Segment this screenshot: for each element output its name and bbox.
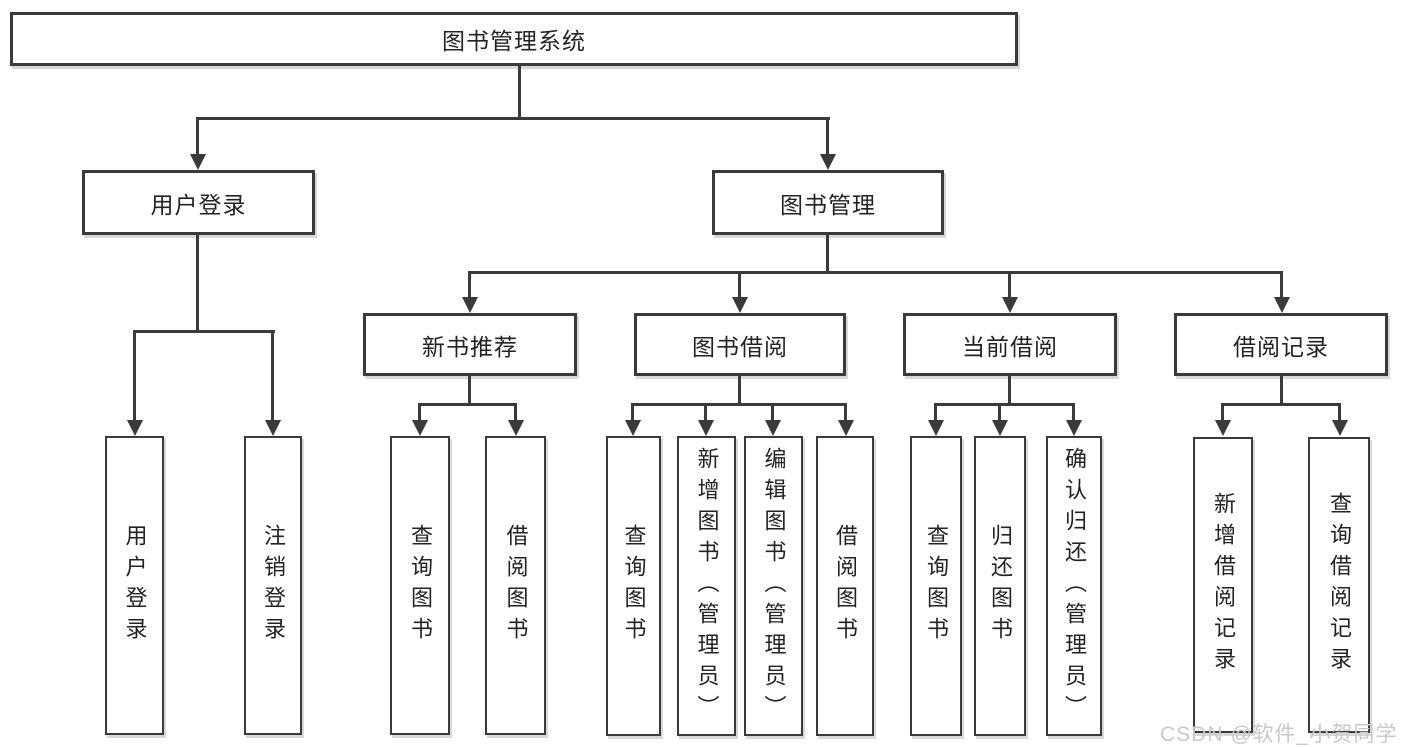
- connector-line: [631, 403, 634, 421]
- arrow-down-icon: [928, 420, 944, 436]
- node-label: 图书管理: [780, 191, 876, 218]
- connector-line: [1280, 271, 1283, 298]
- arrow-down-icon: [625, 420, 641, 436]
- connector-line: [1008, 376, 1011, 405]
- node-leaf-confirm-return-admin: 确认归还（管理员）: [1046, 436, 1102, 736]
- connector-line: [514, 403, 517, 421]
- connector-line: [631, 403, 847, 406]
- node-leaf-query-books: 查询图书: [606, 436, 661, 736]
- connector-line: [998, 403, 1001, 421]
- connector-line: [518, 66, 521, 119]
- node-label: 查询图书: [621, 524, 647, 648]
- connector-line: [468, 271, 471, 298]
- connector-line: [133, 330, 275, 333]
- connector-line: [704, 403, 707, 421]
- node-current-borrow: 当前借阅: [903, 313, 1117, 376]
- node-leaf-user-login: 用户登录: [105, 436, 164, 735]
- node-label: 归还图书: [988, 524, 1013, 648]
- connector-line: [934, 403, 1075, 406]
- arrow-down-icon: [765, 420, 781, 436]
- node-label: 借阅记录: [1233, 333, 1329, 360]
- arrow-down-icon: [1215, 420, 1231, 436]
- connector-line: [133, 330, 136, 421]
- arrow-down-icon: [820, 154, 836, 170]
- connector-line: [934, 403, 937, 421]
- watermark: CSDN @软件_小贺同学: [1160, 723, 1398, 746]
- connector-line: [196, 117, 830, 120]
- connector-line: [826, 235, 829, 273]
- node-leaf-borrow-books: 借阅图书: [816, 436, 874, 736]
- arrow-down-icon: [1274, 297, 1290, 313]
- node-label: 新书推荐: [422, 333, 518, 360]
- node-library-management-system: 图书管理系统: [10, 12, 1018, 66]
- node-book-borrow: 图书借阅: [634, 313, 846, 376]
- connector-line: [418, 403, 421, 421]
- connector-line: [1280, 376, 1283, 405]
- node-leaf-logout: 注销登录: [244, 436, 302, 735]
- node-label: 注销登录: [261, 523, 286, 648]
- connector-line: [771, 403, 774, 421]
- arrow-down-icon: [127, 420, 143, 436]
- connector-line: [1008, 271, 1011, 298]
- connector-line: [844, 403, 847, 421]
- node-new-book-recommend: 新书推荐: [363, 313, 577, 376]
- connector-line: [826, 117, 829, 156]
- node-label: 查询图书: [924, 524, 949, 648]
- connector-line: [196, 117, 199, 156]
- node-leaf-query-books: 查询图书: [910, 436, 962, 736]
- arrow-down-icon: [508, 420, 524, 436]
- node-label: 用户登录: [122, 523, 148, 648]
- arrow-down-icon: [1332, 420, 1348, 436]
- node-label: 图书管理系统: [442, 28, 586, 54]
- node-leaf-return-books: 归还图书: [974, 436, 1026, 736]
- arrow-down-icon: [265, 420, 281, 436]
- node-leaf-add-borrow-record: 新增借阅记录: [1193, 437, 1253, 733]
- node-leaf-query-borrow-record: 查询借阅记录: [1308, 437, 1370, 733]
- connector-line: [271, 330, 274, 421]
- node-book-management: 图书管理: [712, 170, 944, 235]
- connector-line: [738, 376, 741, 405]
- node-label: 查询借阅记录: [1327, 492, 1352, 678]
- node-leaf-edit-books-admin: 编辑图书（管理员）: [744, 436, 803, 736]
- arrow-down-icon: [190, 154, 206, 170]
- connector-line: [1221, 403, 1341, 406]
- connector-line: [468, 376, 471, 405]
- arrow-down-icon: [462, 297, 478, 313]
- node-user-login: 用户登录: [82, 170, 315, 235]
- connector-line: [1221, 403, 1224, 421]
- arrow-down-icon: [838, 420, 854, 436]
- node-label: 借阅图书: [833, 524, 858, 648]
- node-leaf-borrow-books: 借阅图书: [485, 436, 546, 735]
- connector-line: [1072, 403, 1075, 421]
- arrow-down-icon: [1066, 420, 1082, 436]
- node-label: 图书借阅: [692, 333, 788, 360]
- arrow-down-icon: [992, 420, 1008, 436]
- node-leaf-query-books: 查询图书: [390, 436, 450, 735]
- connector-line: [468, 271, 1283, 274]
- connector-line: [418, 403, 517, 406]
- node-label: 借阅图书: [503, 523, 529, 648]
- node-label: 用户登录: [150, 191, 247, 218]
- arrow-down-icon: [698, 420, 714, 436]
- node-label: 当前借阅: [962, 333, 1058, 360]
- connector-line: [1338, 403, 1341, 421]
- node-label: 新增借阅记录: [1211, 492, 1236, 678]
- arrow-down-icon: [1002, 297, 1018, 313]
- node-label: 确认归还（管理员）: [1062, 446, 1087, 726]
- arrow-down-icon: [412, 420, 428, 436]
- connector-line: [196, 235, 199, 333]
- node-label: 查询图书: [408, 523, 433, 648]
- node-label: 编辑图书（管理员）: [761, 446, 787, 726]
- connector-line: [738, 271, 741, 298]
- node-label: 新增图书（管理员）: [694, 446, 720, 726]
- arrow-down-icon: [732, 297, 748, 313]
- node-leaf-add-books-admin: 新增图书（管理员）: [677, 436, 736, 736]
- node-borrow-records: 借阅记录: [1174, 313, 1388, 376]
